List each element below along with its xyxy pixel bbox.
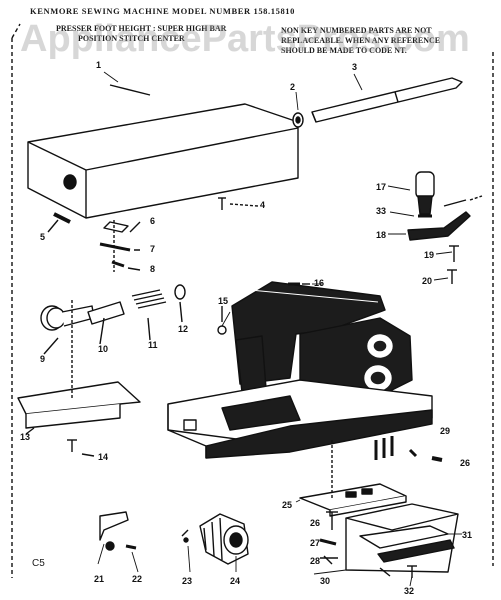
nut-15	[217, 306, 227, 335]
stitch-position-note: POSITION STITCH CENTER	[78, 34, 185, 43]
shaft-part	[311, 77, 463, 123]
corner-code: C5	[32, 558, 45, 569]
callout-1: 1	[96, 60, 102, 70]
parts-note-line-3: SHOULD BE MADE TO CODE NT.	[281, 46, 407, 55]
screw-4	[218, 197, 259, 210]
callout-26a: 26	[460, 458, 471, 468]
callout-15: 15	[218, 296, 229, 306]
callout-11: 11	[148, 340, 158, 350]
presser-foot-note: PRESSER FOOT HEIGHT : SUPER HIGH BAR	[56, 24, 227, 33]
spring-clip-parts	[99, 220, 141, 272]
model-title: KENMORE SEWING MACHINE MODEL NUMBER 158.…	[30, 6, 296, 16]
callout-26b: 26	[310, 518, 321, 528]
machine-base	[167, 379, 433, 460]
leader-lines	[97, 71, 462, 587]
presser-foot-assembly	[407, 171, 483, 284]
parts-note-line-2: REPLACEABLE. WHEN ANY REFERENCE	[281, 36, 441, 45]
screw-5	[47, 212, 71, 233]
callout-4: 4	[260, 200, 266, 210]
small-screws	[319, 440, 443, 565]
callout-33: 33	[376, 206, 387, 216]
callout-14: 14	[98, 452, 109, 462]
callout-29: 29	[440, 426, 451, 436]
bottom-accessories	[99, 511, 249, 565]
tension-knob-assembly	[40, 284, 186, 355]
callout-9: 9	[40, 354, 46, 364]
callout-16: 16	[314, 278, 325, 288]
callout-17: 17	[376, 182, 387, 192]
callout-3: 3	[352, 62, 358, 72]
callout-24: 24	[230, 576, 241, 586]
callout-23: 23	[182, 576, 193, 586]
callout-7: 7	[150, 244, 156, 254]
callout-5: 5	[40, 232, 46, 242]
callout-22: 22	[132, 574, 143, 584]
callout-13: 13	[20, 432, 31, 442]
callout-28: 28	[310, 556, 321, 566]
callout-30: 30	[320, 576, 331, 586]
callout-27: 27	[310, 538, 321, 548]
washer-part	[292, 112, 304, 128]
parts-note-line-1: NON KEY NUMBERED PARTS ARE NOT	[281, 26, 432, 35]
needle-plate-part	[299, 483, 407, 517]
callout-8: 8	[150, 264, 156, 274]
callout-2: 2	[290, 82, 296, 92]
callout-12: 12	[178, 324, 189, 334]
base-bracket-part	[17, 300, 141, 435]
callout-19: 19	[424, 250, 435, 260]
callout-6: 6	[150, 216, 156, 226]
screw-14	[67, 439, 95, 457]
callout-21: 21	[94, 574, 105, 584]
callout-18: 18	[376, 230, 387, 240]
callout-32: 32	[404, 586, 415, 596]
feed-dog-assembly	[345, 503, 459, 578]
dashed-frame	[11, 23, 494, 578]
callout-10: 10	[98, 344, 109, 354]
callout-25: 25	[282, 500, 293, 510]
callout-31: 31	[462, 530, 473, 540]
callout-20: 20	[422, 276, 433, 286]
top-cover-part	[27, 84, 299, 219]
